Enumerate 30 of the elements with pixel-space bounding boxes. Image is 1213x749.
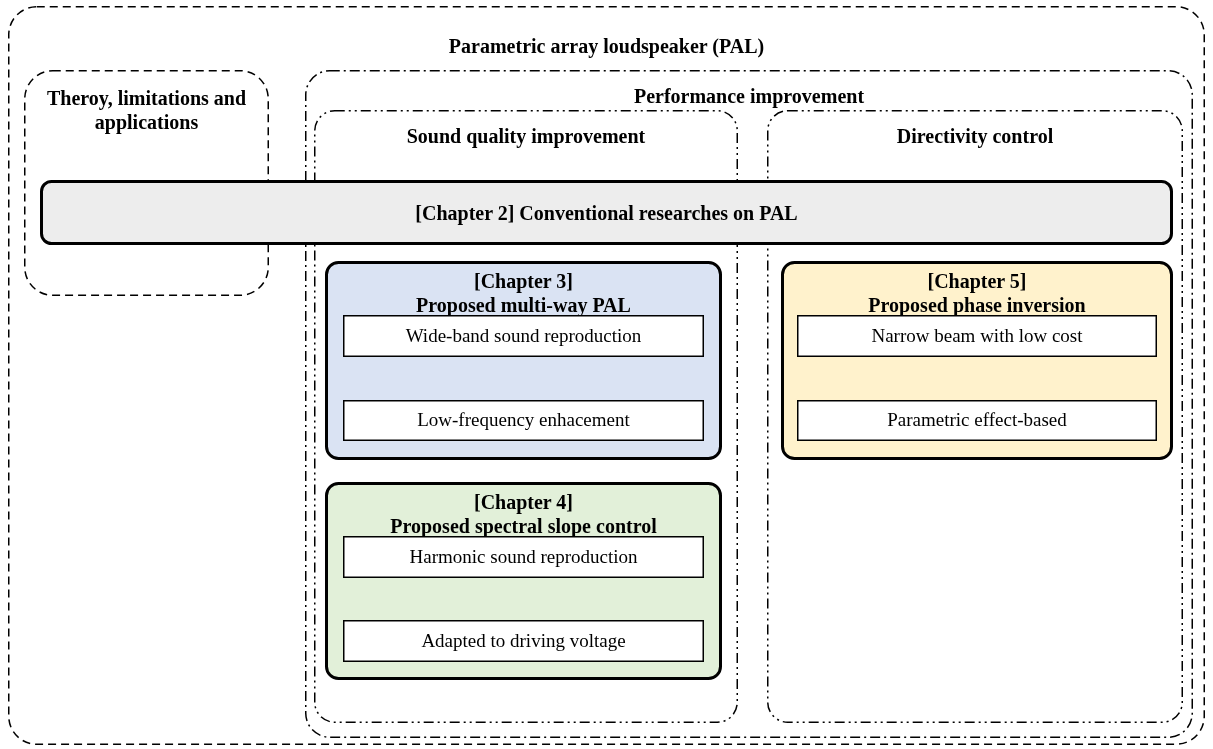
heading: Parametric array loudspeaker (PAL) [448, 34, 765, 58]
chapter-box [325, 482, 722, 680]
item-box [343, 315, 704, 357]
heading: Directivity control [896, 124, 1054, 148]
chapter-bar [40, 180, 1173, 245]
heading: Proposed spectral slope control [390, 514, 657, 538]
heading: [Chapter 2] Conventional researches on PAL [415, 200, 798, 227]
item-box [797, 315, 1157, 357]
item-label: Parametric effect-based [887, 408, 1067, 433]
chapter-box [325, 261, 722, 460]
item-label: Narrow beam with low cost [871, 323, 1083, 348]
heading: [Chapter 5] [927, 269, 1027, 293]
item-box [797, 400, 1157, 441]
heading: Proposed phase inversion [868, 293, 1086, 317]
item-label: Adapted to driving voltage [421, 628, 626, 653]
item-label: Low-frequency enhacement [417, 408, 630, 433]
item-label: Wide-band sound reproduction [405, 323, 642, 348]
item-label: Harmonic sound reproduction [409, 544, 638, 569]
heading: Performance improvement [633, 84, 865, 108]
item-box [343, 536, 704, 578]
heading: Proposed multi-way PAL [416, 293, 631, 317]
item-box [343, 400, 704, 441]
chapter-box [781, 261, 1173, 460]
item-box [343, 620, 704, 662]
heading: Theroy, limitations and applications [45, 86, 248, 134]
heading: Sound quality improvement [406, 124, 646, 148]
heading: [Chapter 3] [473, 269, 574, 293]
outer-group-frame [8, 6, 1205, 745]
heading: [Chapter 4] [473, 490, 574, 514]
group-frame [24, 70, 269, 296]
